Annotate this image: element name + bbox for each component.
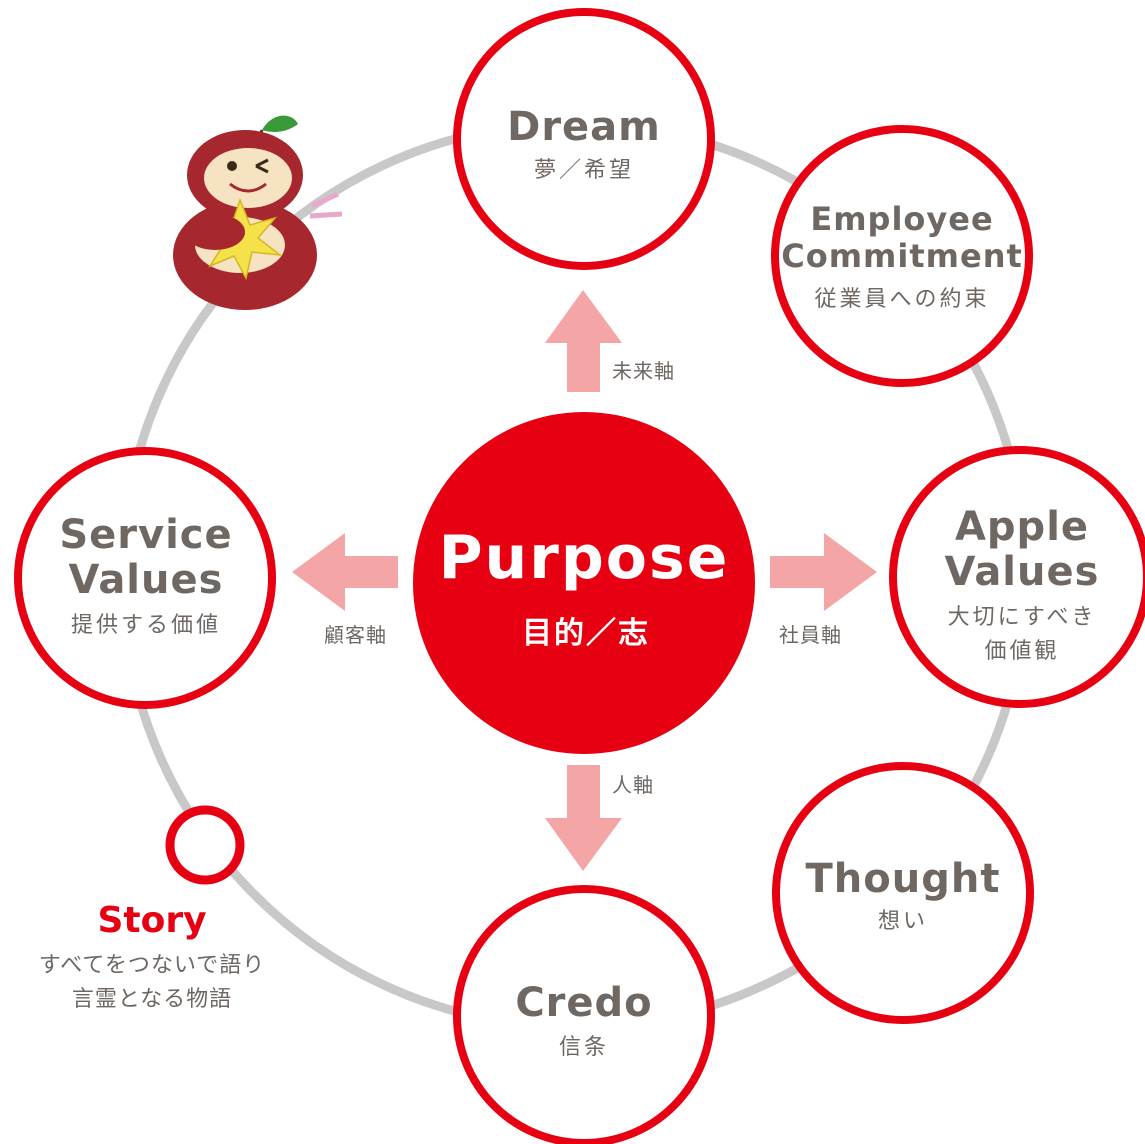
axis-label-customer: 顧客軸	[324, 623, 387, 647]
story-marker-icon	[165, 805, 245, 885]
thought-label: Thought	[806, 856, 1001, 902]
apple-label-line2: Values	[945, 549, 1100, 595]
employee-sublabel: 従業員への約束	[814, 287, 989, 312]
story-line2: 言霊となる物語	[72, 987, 232, 1012]
thought-sublabel: 想い	[878, 909, 928, 934]
dream-sublabel: 夢／希望	[534, 158, 634, 183]
service-label-line2: Values	[69, 557, 224, 603]
gorilla-mascot-icon	[173, 115, 343, 310]
apple-sublabel-line1: 大切にすべき	[948, 605, 1097, 630]
arrow-left	[292, 533, 398, 611]
node-apple-values: Apple Values 大切にすべき 価値観	[889, 446, 1145, 708]
credo-sublabel: 信条	[559, 1035, 609, 1060]
apple-sublabel-line2: 価値観	[984, 639, 1059, 664]
arrow-right	[770, 533, 877, 611]
service-label-line1: Service	[59, 512, 232, 558]
node-dream: Dream 夢／希望	[453, 8, 715, 270]
node-service-values: Service Values 提供する価値	[14, 447, 276, 709]
purpose-subtitle: 目的／志	[522, 616, 650, 651]
node-employee-commitment: Employee Commitment 従業員への約束	[771, 125, 1033, 387]
axis-label-future: 未来軸	[612, 359, 675, 383]
node-credo: Credo 信条	[453, 885, 715, 1144]
credo-label: Credo	[515, 980, 652, 1026]
axis-label-employee: 社員軸	[779, 623, 842, 647]
node-thought: Thought 想い	[772, 762, 1034, 1024]
purpose-title: Purpose	[439, 523, 730, 593]
dream-label: Dream	[507, 104, 661, 150]
story-line1: すべてをつないで語り	[39, 953, 265, 978]
axis-label-people: 人軸	[612, 773, 654, 797]
service-sublabel: 提供する価値	[71, 613, 221, 638]
story-title: Story	[97, 900, 206, 941]
purpose-circle	[413, 412, 755, 754]
employee-label-line1: Employee	[810, 200, 993, 238]
arrow-down	[545, 765, 622, 871]
employee-label-line2: Commitment	[781, 237, 1023, 275]
apple-label-line1: Apple	[955, 504, 1089, 550]
arrow-up	[545, 290, 622, 392]
